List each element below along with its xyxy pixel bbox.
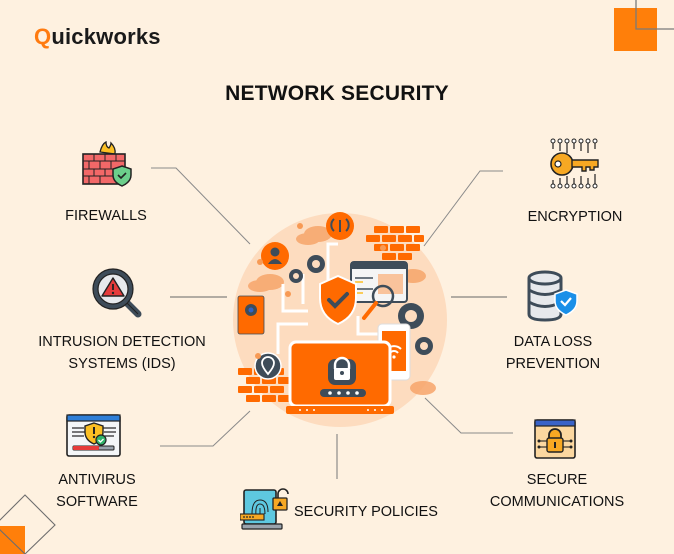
label-encryption-line1: ENCRYPTION [527,209,623,225]
label-firewalls-line1: FIREWALLS [65,208,147,224]
logo-q: Q [34,24,52,49]
label-antivirus-line2: SOFTWARE [56,494,138,510]
corner-diamond-bottom-left [0,494,56,554]
circuit-key-icon [550,138,599,189]
label-secure-comms-line1: SECURE [526,472,588,488]
label-policies: SECURITY POLICIES [294,501,438,523]
quickworks-logo: Quickworks [34,24,161,50]
browser-shield-warning-icon [66,414,121,457]
logo-text: uickworks [51,24,161,49]
label-dlp: DATA LOSS PREVENTION [493,331,613,375]
label-firewalls: FIREWALLS [46,205,166,227]
network-security-illustration [233,212,447,427]
connector-secure-comms [424,397,513,434]
connector-antivirus [160,410,251,447]
label-ids-line1: INTRUSION DETECTION [38,334,206,350]
magnifier-warning-icon [92,268,142,318]
label-ids-line2: SYSTEMS (IDS) [68,356,176,372]
connector-firewalls [151,167,251,245]
label-secure-comms-line2: COMMUNICATIONS [489,494,625,510]
label-secure-comms: SECURE COMMUNICATIONS [477,469,637,513]
label-dlp-line2: PREVENTION [505,356,601,372]
brick-wall-fire-shield-icon [82,140,132,187]
corner-lines-top-right [635,0,674,30]
label-policies-line1: SECURITY POLICIES [294,504,438,520]
label-antivirus: ANTIVIRUS SOFTWARE [37,469,157,513]
browser-padlock-circuit-icon [534,419,576,459]
label-encryption: ENCRYPTION [515,206,635,228]
page-title: NETWORK SECURITY [225,82,449,105]
label-ids: INTRUSION DETECTION SYSTEMS (IDS) [22,331,222,375]
label-dlp-line1: DATA LOSS [513,334,593,350]
laptop-fingerprint-lock-icon [240,488,289,530]
database-shield-icon [527,270,578,322]
label-antivirus-line1: ANTIVIRUS [58,472,136,488]
connector-encryption [423,170,503,247]
